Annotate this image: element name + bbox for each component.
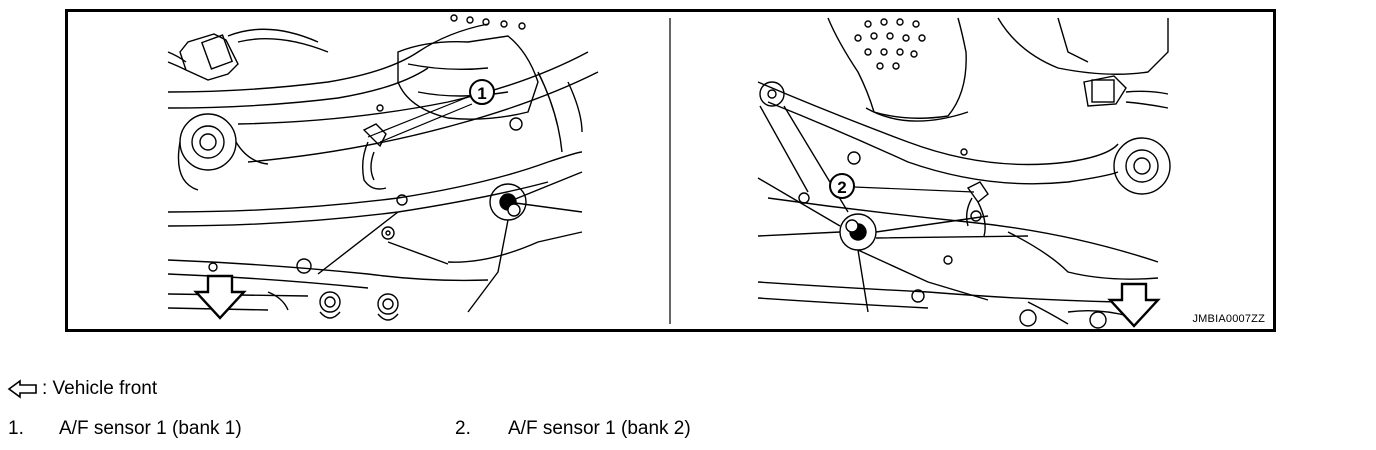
callout-1: 1: [469, 79, 495, 105]
left-arrow-outline-icon: [7, 379, 37, 399]
legend-vehicle-front: : Vehicle front: [7, 378, 157, 400]
right-panel-drawing: [757, 17, 1171, 329]
legend-item-1-number: 1.: [8, 418, 24, 439]
figure-reference-code: JMBIA0007ZZ: [1192, 313, 1265, 325]
vehicle-front-label: : Vehicle front: [42, 378, 158, 399]
engine-underside-illustration: 1: [167, 14, 1171, 329]
callout-2-label: 2: [837, 178, 846, 197]
front-arrow-icon-right: [1107, 282, 1161, 328]
legend-item-2-number: 2.: [455, 418, 471, 439]
legend-item-1-text: A/F sensor 1 (bank 1): [59, 418, 242, 439]
front-arrow-icon-left: [193, 274, 247, 320]
left-panel-drawing: [167, 14, 599, 321]
legend-item-2-text: A/F sensor 1 (bank 2): [508, 418, 691, 439]
diagram-frame: 1: [65, 9, 1276, 332]
callout-1-label: 1: [477, 84, 486, 103]
callout-2: 2: [829, 173, 855, 199]
